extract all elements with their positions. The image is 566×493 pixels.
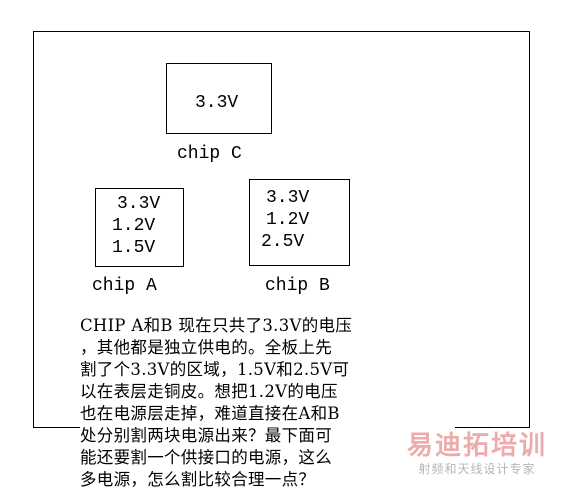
note-line: 以在表层走铜皮。想把1.2V的电压 <box>80 382 338 401</box>
note-line: 割了个3.3V的区域，1.5V和2.5V可 <box>80 360 350 379</box>
question-note: CHIP A和B 现在只共了3.3V的电压 ，其他都是独立供电的。全板上先 割了… <box>80 315 455 491</box>
chip-a-label: chip A <box>92 276 157 296</box>
site-watermark: 易迪拓培训 射频和天线设计专家 <box>392 431 562 485</box>
note-line: 多电源，怎么割比较合理一点？ <box>80 470 316 489</box>
chip-b-voltage-1: 3.3V <box>266 188 310 208</box>
chip-c-voltage-1: 3.3V <box>195 93 239 113</box>
chip-b-voltage-2: 1.2V <box>266 210 310 230</box>
note-line: 也在电源层走掉，难道直接在A和B <box>80 404 340 423</box>
chip-b-label: chip B <box>265 276 330 296</box>
chip-a-voltage-2: 1.2V <box>112 216 156 236</box>
chip-a-voltage-1: 3.3V <box>117 194 161 214</box>
chip-c-label: chip C <box>177 144 242 164</box>
note-line: CHIP A和B 现在只共了3.3V的电压 <box>80 316 353 335</box>
note-line: 能还要割一个供接口的电源，这么 <box>80 448 332 467</box>
note-line: 处分别割两块电源出来？最下面可 <box>80 426 332 445</box>
chip-b-box: 3.3V 1.2V 2.5V <box>249 179 350 266</box>
note-line: ，其他都是独立供电的。全板上先 <box>80 338 332 357</box>
watermark-logo-text: 易迪拓培训 <box>406 431 547 461</box>
chip-b-voltage-3: 2.5V <box>261 232 305 252</box>
chip-a-box: 3.3V 1.2V 1.5V <box>95 188 184 267</box>
chip-c-box: 3.3V <box>166 63 272 134</box>
chip-a-voltage-3: 1.5V <box>112 238 156 258</box>
watermark-tagline: 射频和天线设计专家 <box>418 462 536 476</box>
